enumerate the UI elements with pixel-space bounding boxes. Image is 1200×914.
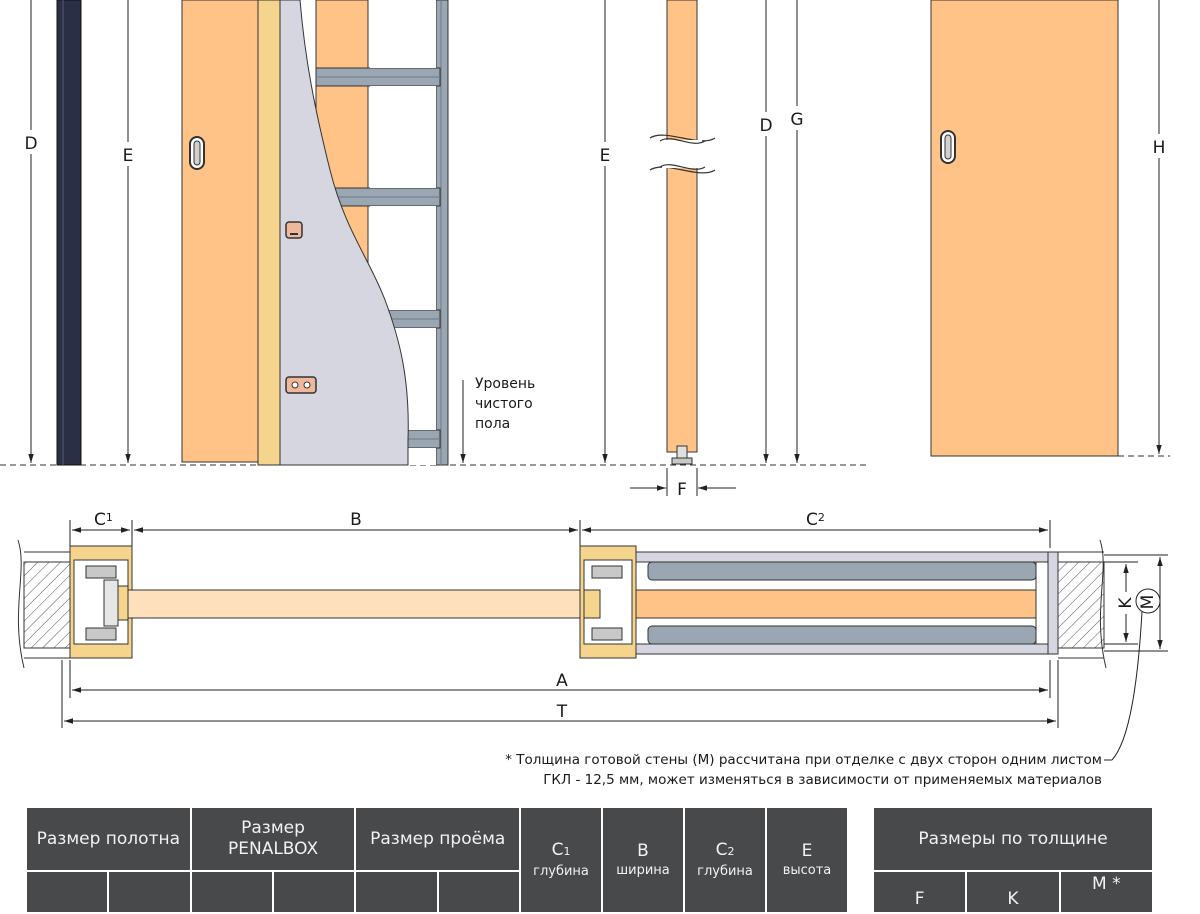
th-sub-2 (109, 872, 190, 912)
door-edge (666, 0, 698, 453)
th-b: B ширина (603, 808, 683, 912)
th-f: F (874, 872, 966, 912)
th-sub-4 (274, 872, 355, 912)
spec-table-dimensions: Размер полотна Размер PENALBOX Размер пр… (25, 806, 849, 914)
plan-section: C1 B C2 (17, 510, 1168, 761)
th-sub-6 (438, 872, 519, 912)
th-e: E высота (767, 808, 847, 912)
label-t: T (556, 702, 568, 722)
spec-table-thickness: Размеры по толщине F K M * (872, 806, 1154, 914)
gypsum-cutaway (279, 0, 409, 466)
wall-right-hatched (1057, 561, 1105, 649)
pocket-wall-bottom (635, 643, 1051, 655)
side-section: E F D G (595, 0, 808, 500)
label-d-left: D (24, 134, 37, 154)
door-panel-right (930, 0, 1119, 457)
wall-left-hatched (23, 561, 71, 649)
label-c2: C2 (806, 510, 825, 530)
front-elevation: D E (0, 0, 870, 466)
label-e-left: E (123, 146, 134, 166)
m-circle (1135, 588, 1161, 614)
label-g: G (790, 110, 803, 130)
label-b: B (350, 510, 362, 530)
label-a: A (556, 671, 568, 691)
door-front-view: H (930, 0, 1170, 457)
fixing-plate-2 (285, 376, 317, 394)
label-f: F (677, 480, 687, 500)
floor-label-line1: Уровень (475, 376, 535, 392)
th-sub-3 (191, 872, 273, 912)
th-penalbox-line1: Размер (241, 818, 305, 838)
frame-post (257, 0, 281, 466)
th-c2-desc: глубина (697, 864, 753, 879)
th-m: M * (1060, 872, 1152, 912)
floor-label-line2: чистого (475, 396, 533, 412)
th-c2: C2 глубина (685, 808, 765, 912)
th-k: K (967, 872, 1059, 912)
wall-profile (56, 0, 82, 466)
label-e-mid: E (600, 146, 611, 166)
label-d-mid: D (759, 116, 772, 136)
th-door-size: Размер полотна (27, 808, 190, 870)
fixing-plate-1 (285, 221, 303, 239)
door-panel-left (181, 0, 259, 463)
label-c1: C1 (94, 510, 113, 530)
label-m: M (1138, 595, 1158, 610)
th-c1: C1 глубина (521, 808, 601, 912)
th-sub-1 (27, 872, 108, 912)
label-h: H (1153, 138, 1166, 158)
pocket-wall-top (635, 551, 1051, 563)
th-c1-desc: глубина (533, 864, 589, 879)
th-b-desc: ширина (616, 863, 670, 878)
floor-guide (676, 445, 688, 459)
note-line-2: ГКЛ - 12,5 мм, может изменяться в зависи… (543, 772, 1102, 788)
th-sub-5 (356, 872, 437, 912)
th-penalbox-line2: PENALBOX (227, 839, 319, 859)
th-penalbox-size: Размер PENALBOX (191, 808, 355, 870)
th-e-desc: высота (782, 863, 832, 878)
th-thickness: Размеры по толщине (874, 808, 1152, 870)
floor-label-line3: пола (475, 416, 510, 432)
th-opening-size: Размер проёма (356, 808, 519, 870)
label-k: K (1116, 597, 1136, 609)
note-line-1: * Толщина готовой стены (М) рассчитана п… (505, 752, 1102, 768)
